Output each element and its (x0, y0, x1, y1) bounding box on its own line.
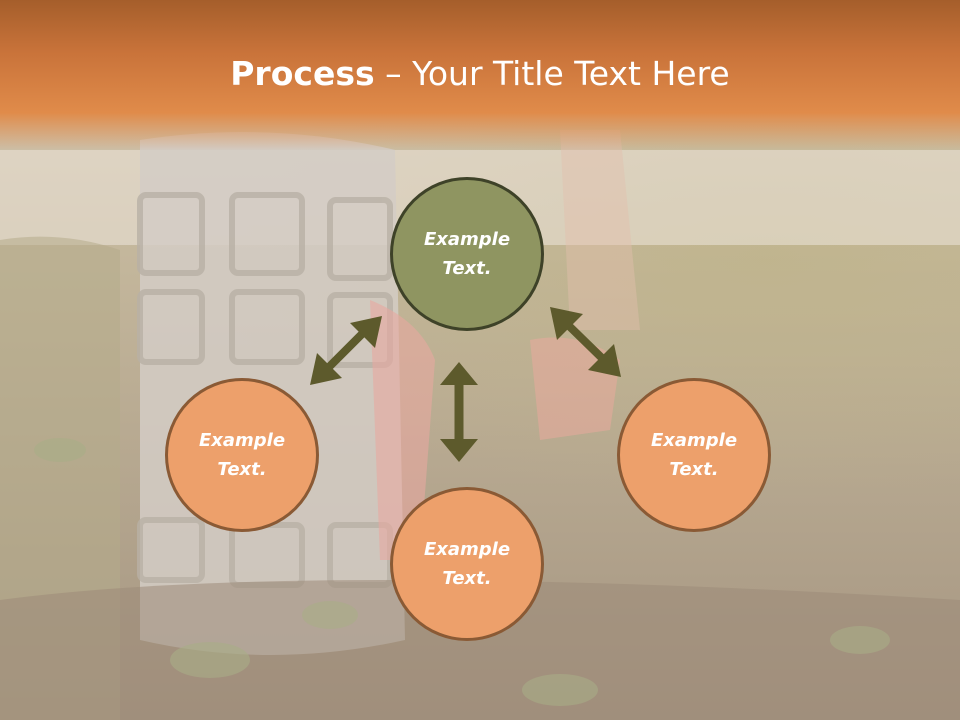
process-node-bottom-label: Example Text. (423, 539, 511, 589)
process-node-right[interactable]: Example Text. (617, 378, 771, 532)
title-dash: – (374, 54, 413, 93)
process-node-left-label: Example Text. (198, 430, 286, 480)
arrow-top-left (310, 316, 382, 385)
title-bold: Process (230, 54, 375, 93)
process-node-left[interactable]: Example Text. (165, 378, 319, 532)
process-node-right-label: Example Text. (650, 430, 738, 480)
arrow-top-right (550, 307, 621, 377)
slide-title: Process – Your Title Text Here (0, 50, 960, 98)
process-node-top-label: Example Text. (423, 229, 511, 279)
process-node-top[interactable]: Example Text. (390, 177, 544, 331)
arrow-center-vertical (440, 362, 478, 462)
process-node-bottom[interactable]: Example Text. (390, 487, 544, 641)
title-band (0, 0, 960, 150)
title-rest: Your Title Text Here (412, 54, 730, 93)
